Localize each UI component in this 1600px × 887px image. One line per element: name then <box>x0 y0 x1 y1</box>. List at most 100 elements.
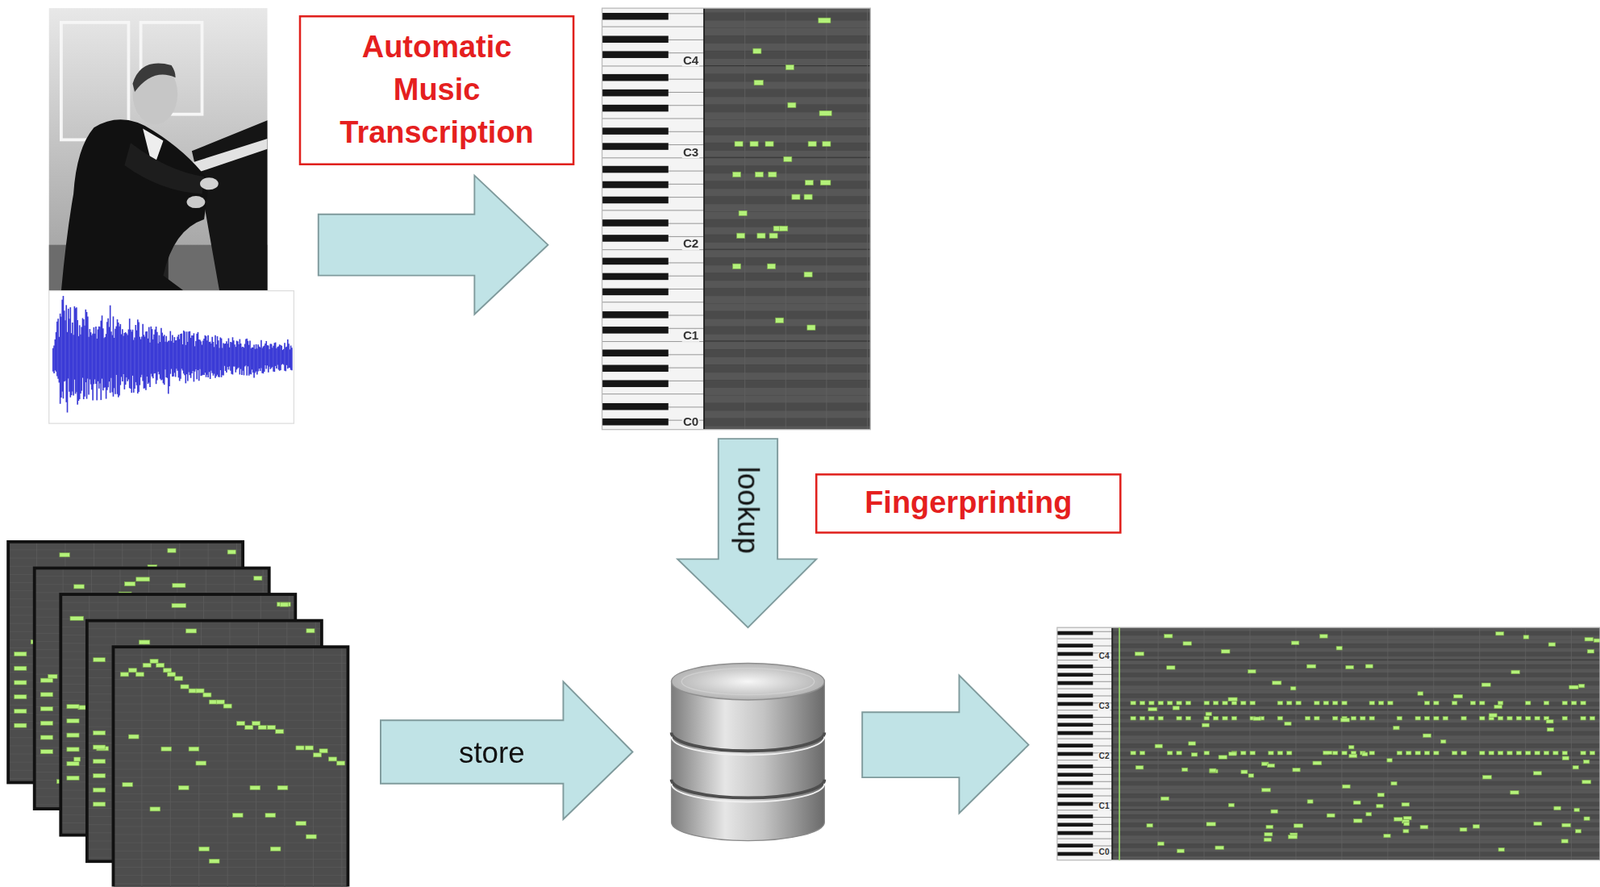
note <box>1323 750 1333 755</box>
note <box>1507 716 1513 721</box>
note <box>66 775 80 780</box>
note <box>1268 751 1274 755</box>
database-band <box>671 732 825 751</box>
note <box>1312 761 1322 765</box>
roll-row-line <box>34 575 270 577</box>
roll-row <box>704 180 871 188</box>
waveform-sample <box>265 341 267 370</box>
black-key <box>602 89 669 97</box>
roll-border <box>1057 627 1600 860</box>
note <box>237 721 246 726</box>
black-key <box>602 127 669 135</box>
note <box>754 171 763 177</box>
note <box>1332 751 1338 755</box>
note <box>195 688 205 693</box>
note <box>275 729 284 734</box>
piano-roll <box>112 646 348 887</box>
pitch-label: C2 <box>1097 753 1110 762</box>
roll-row-line <box>112 785 348 787</box>
note <box>783 156 792 162</box>
database-band <box>671 779 825 799</box>
note <box>258 725 267 730</box>
roll-row <box>704 104 871 112</box>
waveform-sample <box>291 347 293 371</box>
roll-row <box>704 127 871 135</box>
waveform-sample <box>98 326 100 389</box>
roll-row <box>704 349 871 357</box>
waveform-sample <box>209 341 212 380</box>
note <box>1401 802 1410 806</box>
note <box>1497 701 1503 705</box>
note <box>1533 821 1542 825</box>
roll-row-line <box>112 801 348 803</box>
pitch-label: C0 <box>682 415 700 428</box>
roll-row-line <box>1112 709 1600 711</box>
note <box>1148 707 1158 711</box>
black-key <box>602 288 669 296</box>
note <box>1580 716 1586 721</box>
note <box>1248 774 1255 778</box>
note <box>738 210 747 216</box>
note <box>304 745 313 750</box>
roll-row-line <box>112 744 348 746</box>
beat-line <box>284 646 286 887</box>
note <box>1149 701 1155 705</box>
roll-row <box>704 195 871 204</box>
roll-row <box>1112 660 1600 665</box>
note <box>1545 719 1554 723</box>
waveform-sample <box>193 333 196 382</box>
note <box>1253 716 1261 721</box>
beat-line <box>1204 627 1205 860</box>
note <box>753 48 762 54</box>
roll-row <box>704 372 871 380</box>
roll-row <box>704 8 871 13</box>
roll-row <box>704 188 871 196</box>
note <box>1212 701 1218 705</box>
black-key <box>602 258 669 266</box>
black-key <box>602 181 669 189</box>
note <box>1516 751 1521 755</box>
roll-row <box>1112 627 1600 631</box>
note <box>162 668 171 673</box>
note <box>1181 767 1188 771</box>
note <box>223 704 232 709</box>
roll-row <box>1112 789 1600 794</box>
roll-row <box>704 88 871 96</box>
white-key-edge <box>1057 838 1113 840</box>
black-key <box>1057 831 1093 836</box>
note <box>1262 787 1271 792</box>
pitch-label: C1 <box>1097 803 1110 812</box>
piano-keys <box>189 138 267 174</box>
note <box>1376 804 1384 808</box>
pianist-suit <box>61 119 209 291</box>
note <box>93 658 106 663</box>
waveform-sample <box>83 319 85 400</box>
note <box>1212 716 1218 721</box>
black-key <box>1057 793 1093 798</box>
pianist-photo <box>49 8 268 291</box>
roll-border <box>602 8 871 430</box>
note <box>203 692 212 697</box>
note <box>171 603 187 608</box>
note <box>1360 716 1366 721</box>
black-key <box>1057 652 1093 657</box>
pianist-head <box>132 62 178 125</box>
black-key <box>602 104 669 113</box>
note <box>1593 638 1600 642</box>
note <box>150 658 159 663</box>
note <box>1191 753 1198 757</box>
note <box>1404 821 1410 825</box>
roll-row-line <box>112 760 348 762</box>
keyboard-edge <box>1111 627 1113 860</box>
black-key <box>602 219 669 227</box>
note <box>1228 803 1234 807</box>
note <box>1177 849 1185 853</box>
note <box>1415 716 1421 721</box>
note <box>40 678 53 683</box>
roll-row <box>704 219 871 227</box>
note <box>92 759 105 764</box>
waveform-sample <box>241 346 243 375</box>
note <box>1525 716 1531 721</box>
note <box>820 179 831 185</box>
waveform-sample <box>86 312 88 400</box>
